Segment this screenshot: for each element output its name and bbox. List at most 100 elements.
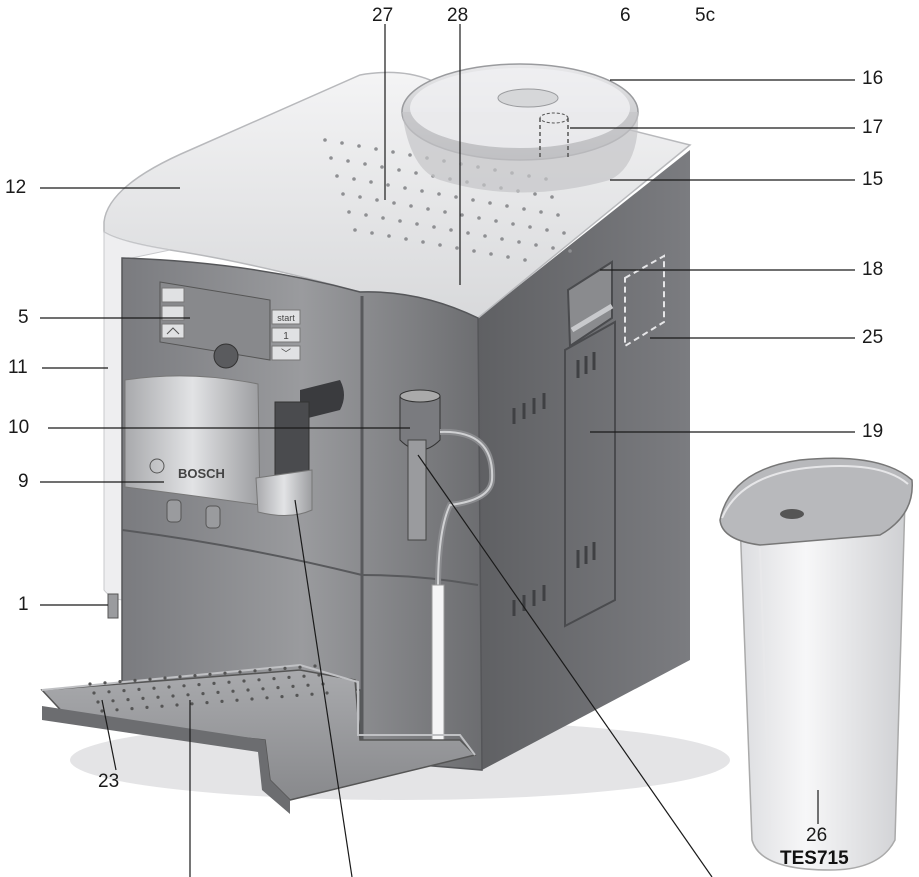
- coffee-outlet-panel: [124, 375, 261, 506]
- tray-hole: [268, 668, 272, 672]
- perforation-dot: [506, 255, 510, 259]
- label-10: 10: [8, 417, 30, 438]
- tray-hole: [276, 686, 280, 690]
- tray-hole: [212, 681, 216, 686]
- label-18: 18: [862, 259, 884, 280]
- perforation-dot: [483, 234, 487, 238]
- tray-hole: [190, 702, 194, 706]
- perforation-dot: [489, 252, 493, 256]
- perforation-dot: [380, 165, 384, 169]
- tray-hole: [186, 693, 190, 697]
- tray-hole: [253, 669, 257, 673]
- perforation-dot: [358, 195, 362, 199]
- grinder-adjust-top: [539, 112, 569, 124]
- perforation-dot: [426, 207, 430, 211]
- perforation-dot: [346, 159, 350, 163]
- perforation-dot: [471, 198, 475, 202]
- tray-hole: [287, 675, 291, 680]
- perforation-dot: [466, 231, 470, 235]
- milk-container-lid: [719, 457, 913, 546]
- brand-emblem-icon: [149, 458, 165, 474]
- tray-hole: [88, 682, 92, 686]
- tray-hole: [238, 670, 242, 674]
- tray-hole: [160, 704, 164, 708]
- tray-hole: [111, 699, 115, 703]
- tray-hole: [246, 688, 250, 692]
- panel-button-down: [271, 345, 301, 361]
- tray-hole: [171, 694, 175, 698]
- tray-hole: [137, 687, 141, 692]
- perforation-dot: [460, 213, 464, 217]
- tray-hole: [317, 673, 321, 677]
- rotary-knob: [213, 343, 239, 369]
- hot-water-outlet: [274, 401, 310, 483]
- panel-button-one: [271, 327, 301, 343]
- perforation-dot: [415, 222, 419, 226]
- label-11: 11: [8, 357, 28, 378]
- tray-hole: [216, 690, 220, 695]
- perforation-dot: [432, 225, 436, 229]
- perforation-dot: [438, 243, 442, 247]
- perforation-dot: [420, 189, 424, 193]
- tray-hole: [152, 686, 156, 690]
- perforation-dot: [472, 249, 476, 253]
- tray-hole: [310, 692, 314, 696]
- label-5: 5: [18, 307, 29, 328]
- tray-hole: [223, 671, 227, 675]
- perforation-dot: [353, 228, 357, 232]
- outlet-sleeve: [255, 469, 313, 516]
- label-9: 9: [18, 471, 29, 492]
- tray-hole: [182, 684, 186, 688]
- one-label: 1: [283, 331, 289, 342]
- brand-logo: BOSCH: [178, 466, 225, 481]
- perforation-dot: [352, 177, 356, 181]
- panel-button-up: [161, 323, 185, 339]
- tray-hole: [325, 691, 329, 695]
- perforation-dot: [392, 201, 396, 205]
- perforation-dot: [391, 150, 395, 154]
- leader-lines: [40, 24, 855, 877]
- tray-hole: [145, 705, 149, 710]
- tray-hole: [302, 674, 306, 678]
- perforation-dot: [443, 210, 447, 214]
- perforation-dot: [562, 231, 566, 235]
- perforation-dot: [341, 192, 345, 196]
- tray-hole: [291, 684, 295, 689]
- hot-water-arm: [300, 380, 344, 420]
- bean-container-lid: [410, 68, 630, 148]
- tray-hole: [96, 700, 100, 704]
- tray-hole: [261, 687, 265, 691]
- panel-button-start: [271, 309, 301, 325]
- perforation-dot: [454, 195, 458, 199]
- label-5c: 5c: [695, 5, 716, 26]
- front-divider-right: [361, 574, 479, 586]
- tray-hole: [100, 709, 104, 713]
- label-12: 12: [5, 177, 27, 198]
- perforation-dot: [386, 183, 390, 187]
- tray-hole: [265, 696, 269, 700]
- model-label: TES715: [780, 848, 849, 869]
- frother-nozzle: [407, 439, 427, 541]
- tray-hole: [231, 689, 235, 693]
- milk-suction-tube: [431, 584, 445, 756]
- perforation-dot: [404, 237, 408, 241]
- tray-hole: [298, 665, 302, 669]
- label-25: 25: [862, 327, 884, 348]
- milk-frother-top: [399, 389, 441, 403]
- tray-hole: [193, 674, 197, 678]
- perforation-dot: [523, 258, 527, 262]
- perforation-dot: [340, 141, 344, 145]
- tray-hole: [175, 703, 179, 707]
- tray-hole: [208, 672, 212, 677]
- tray-hole: [306, 683, 310, 687]
- tray-hole: [133, 678, 137, 683]
- tray-hole: [257, 678, 261, 682]
- tray-hole: [227, 680, 231, 684]
- perforation-dot: [522, 207, 526, 211]
- tray-hole: [115, 708, 119, 712]
- perforation-dot: [534, 243, 538, 247]
- tray-hole: [122, 689, 126, 693]
- label-17: 17: [862, 117, 884, 138]
- tray-hole: [126, 698, 130, 702]
